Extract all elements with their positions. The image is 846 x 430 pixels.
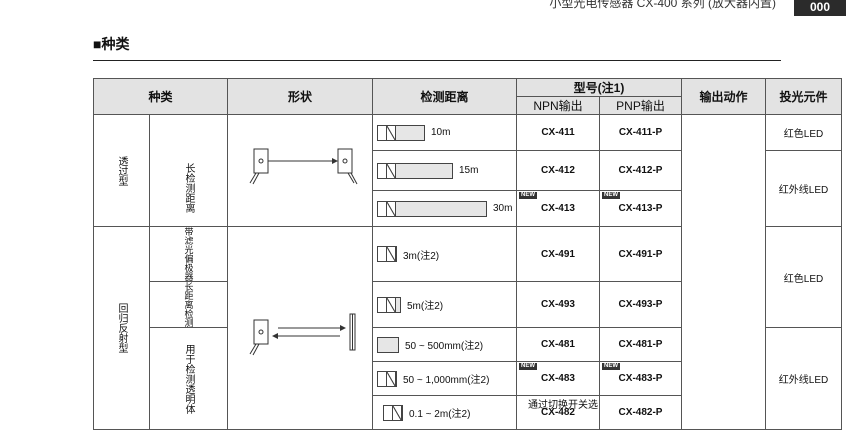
section-title: ■种类 [93,36,130,52]
npn-model: CX-493 [516,281,600,328]
group-thru: 透过型 [93,114,150,227]
pnp-model: CX-491-P [599,226,682,282]
distance-cell: 5m(注2) [372,281,517,328]
pnp-model: CX-411-P [599,114,682,151]
header-row-1: 种类 形状 检测距离 型号(注1) 输出动作 投光元件 [93,78,842,115]
pnp-model: CX-482-P [599,395,682,430]
emitter-ir: 红外线LED [765,150,842,227]
group-retro: 回归反射型 [93,226,150,430]
pnp-model: CX-481-P [599,327,682,362]
distance-cell: 50 ~ 500mm(注2) [372,327,517,362]
table-row: 用于检测透明体 50 ~ 500mm(注2) CX-481 CX-481-P 红… [94,327,842,430]
table-row: 回归反射型 带滤光偏极器 3m(注2) CX-491 CX-491-P 红色LE… [93,226,842,430]
distance-cell: 0.1 ~ 2m(注2) [372,395,517,430]
output-action-text: 通过切换开关选 [528,400,598,411]
thru-beam-diagram [249,148,358,185]
output-action [681,114,766,430]
table-row: 透过型 10m CX-411 CX-411-P 红色LED [93,114,842,430]
col-distance: 检测距离 [372,78,517,115]
npn-model: CX-481 [516,327,600,362]
distance-cell: 15m [372,150,517,191]
retro-diagram [249,313,356,355]
page-number: 000 [794,0,846,16]
col-emitter: 投光元件 [765,78,842,115]
subgroup-long: 长检测距离 [149,150,228,227]
new-badge: NEW [519,363,537,370]
col-action: 输出动作 [681,78,766,115]
emitter-red: 红色LED [765,114,842,151]
col-kind: 种类 [93,78,228,115]
col-shape: 形状 [227,78,373,115]
shape-retro [227,226,373,430]
distance-cell: 10m [372,114,517,151]
npn-model: CX-412 [516,150,600,191]
table-row: 长检测距离 15m CX-412 CX-412-P 红外线LED [94,150,842,227]
emitter-red: 红色LED [765,226,842,328]
page-header: 小型光电传感器 CX-400 系列 (放大器内置) 000 [0,0,846,18]
col-pnp: PNP输出 [599,96,682,115]
section-rule [93,60,781,61]
col-npn: NPN输出 [516,96,600,115]
distance-cell: 50 ~ 1,000mm(注2) [372,361,517,396]
subgroup-blank [149,114,228,151]
npn-model: CX-411 [516,114,600,151]
subgroup-transparent: 用于检测透明体 [149,327,228,430]
col-model: 型号(注1) [516,78,682,97]
new-badge: NEW [602,192,620,199]
header-title: 小型光电传感器 CX-400 系列 (放大器内置) [549,0,776,10]
new-badge: NEW [602,363,620,370]
subgroup-polar: 带滤光偏极器 [149,226,228,282]
product-table: 种类 形状 检测距离 型号(注1) 输出动作 投光元件 NPN输出 PNP输出 … [93,78,842,430]
distance-cell: 30m [372,190,517,227]
new-badge: NEW [519,192,537,199]
subgroup-longdist: 长距离检测 [149,281,228,328]
pnp-model: CX-493-P [599,281,682,328]
header-row-2: NPN输出 PNP输出 [94,96,842,115]
npn-model: CX-491 [516,226,600,282]
distance-cell: 3m(注2) [372,226,517,282]
shape-thru [227,114,373,227]
pnp-model: CX-412-P [599,150,682,191]
emitter-ir: 红外线LED [765,327,842,430]
